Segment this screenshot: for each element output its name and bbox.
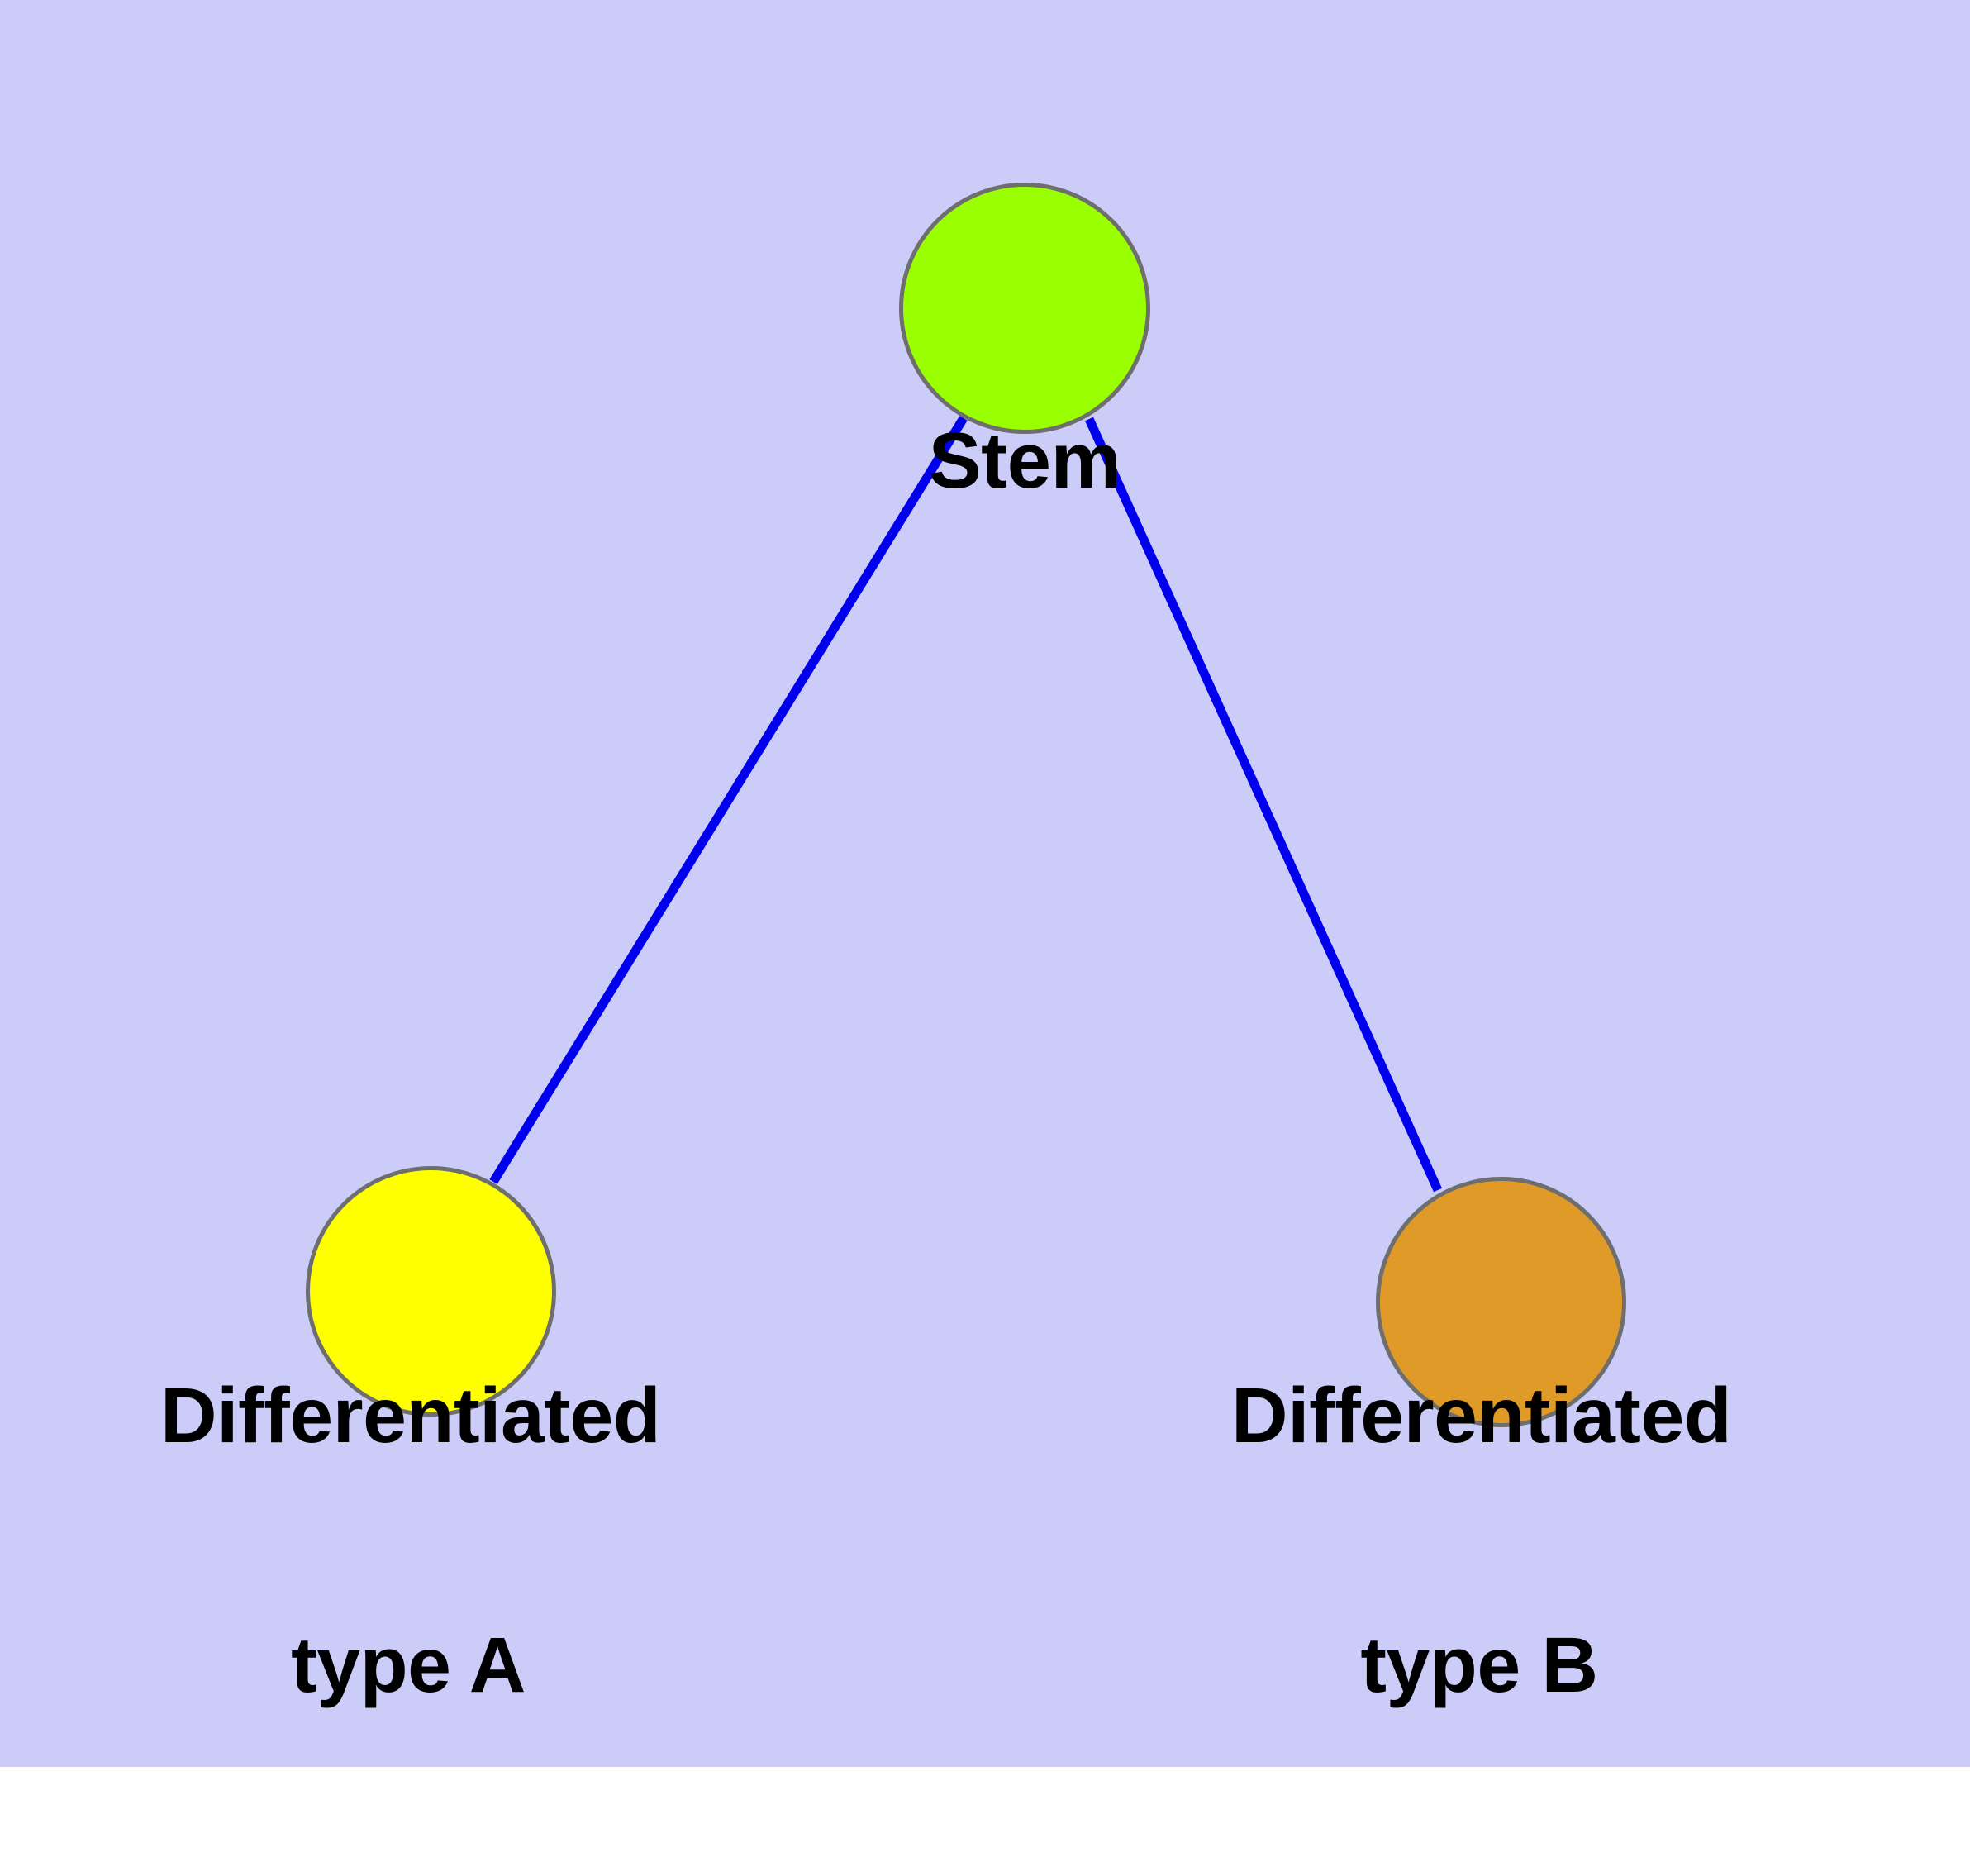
edge-stem-to-differentiated-type-b bbox=[1084, 417, 1443, 1193]
graph-canvas: Stem Differentiated type A Differentiate… bbox=[0, 0, 1970, 1767]
node-stem[interactable] bbox=[899, 183, 1150, 434]
edge-layer bbox=[489, 416, 1443, 1193]
node-differentiated-type-b[interactable] bbox=[1376, 1177, 1626, 1427]
edge-stem-to-differentiated-type-a bbox=[489, 416, 968, 1184]
node-differentiated-type-a[interactable] bbox=[306, 1166, 556, 1417]
